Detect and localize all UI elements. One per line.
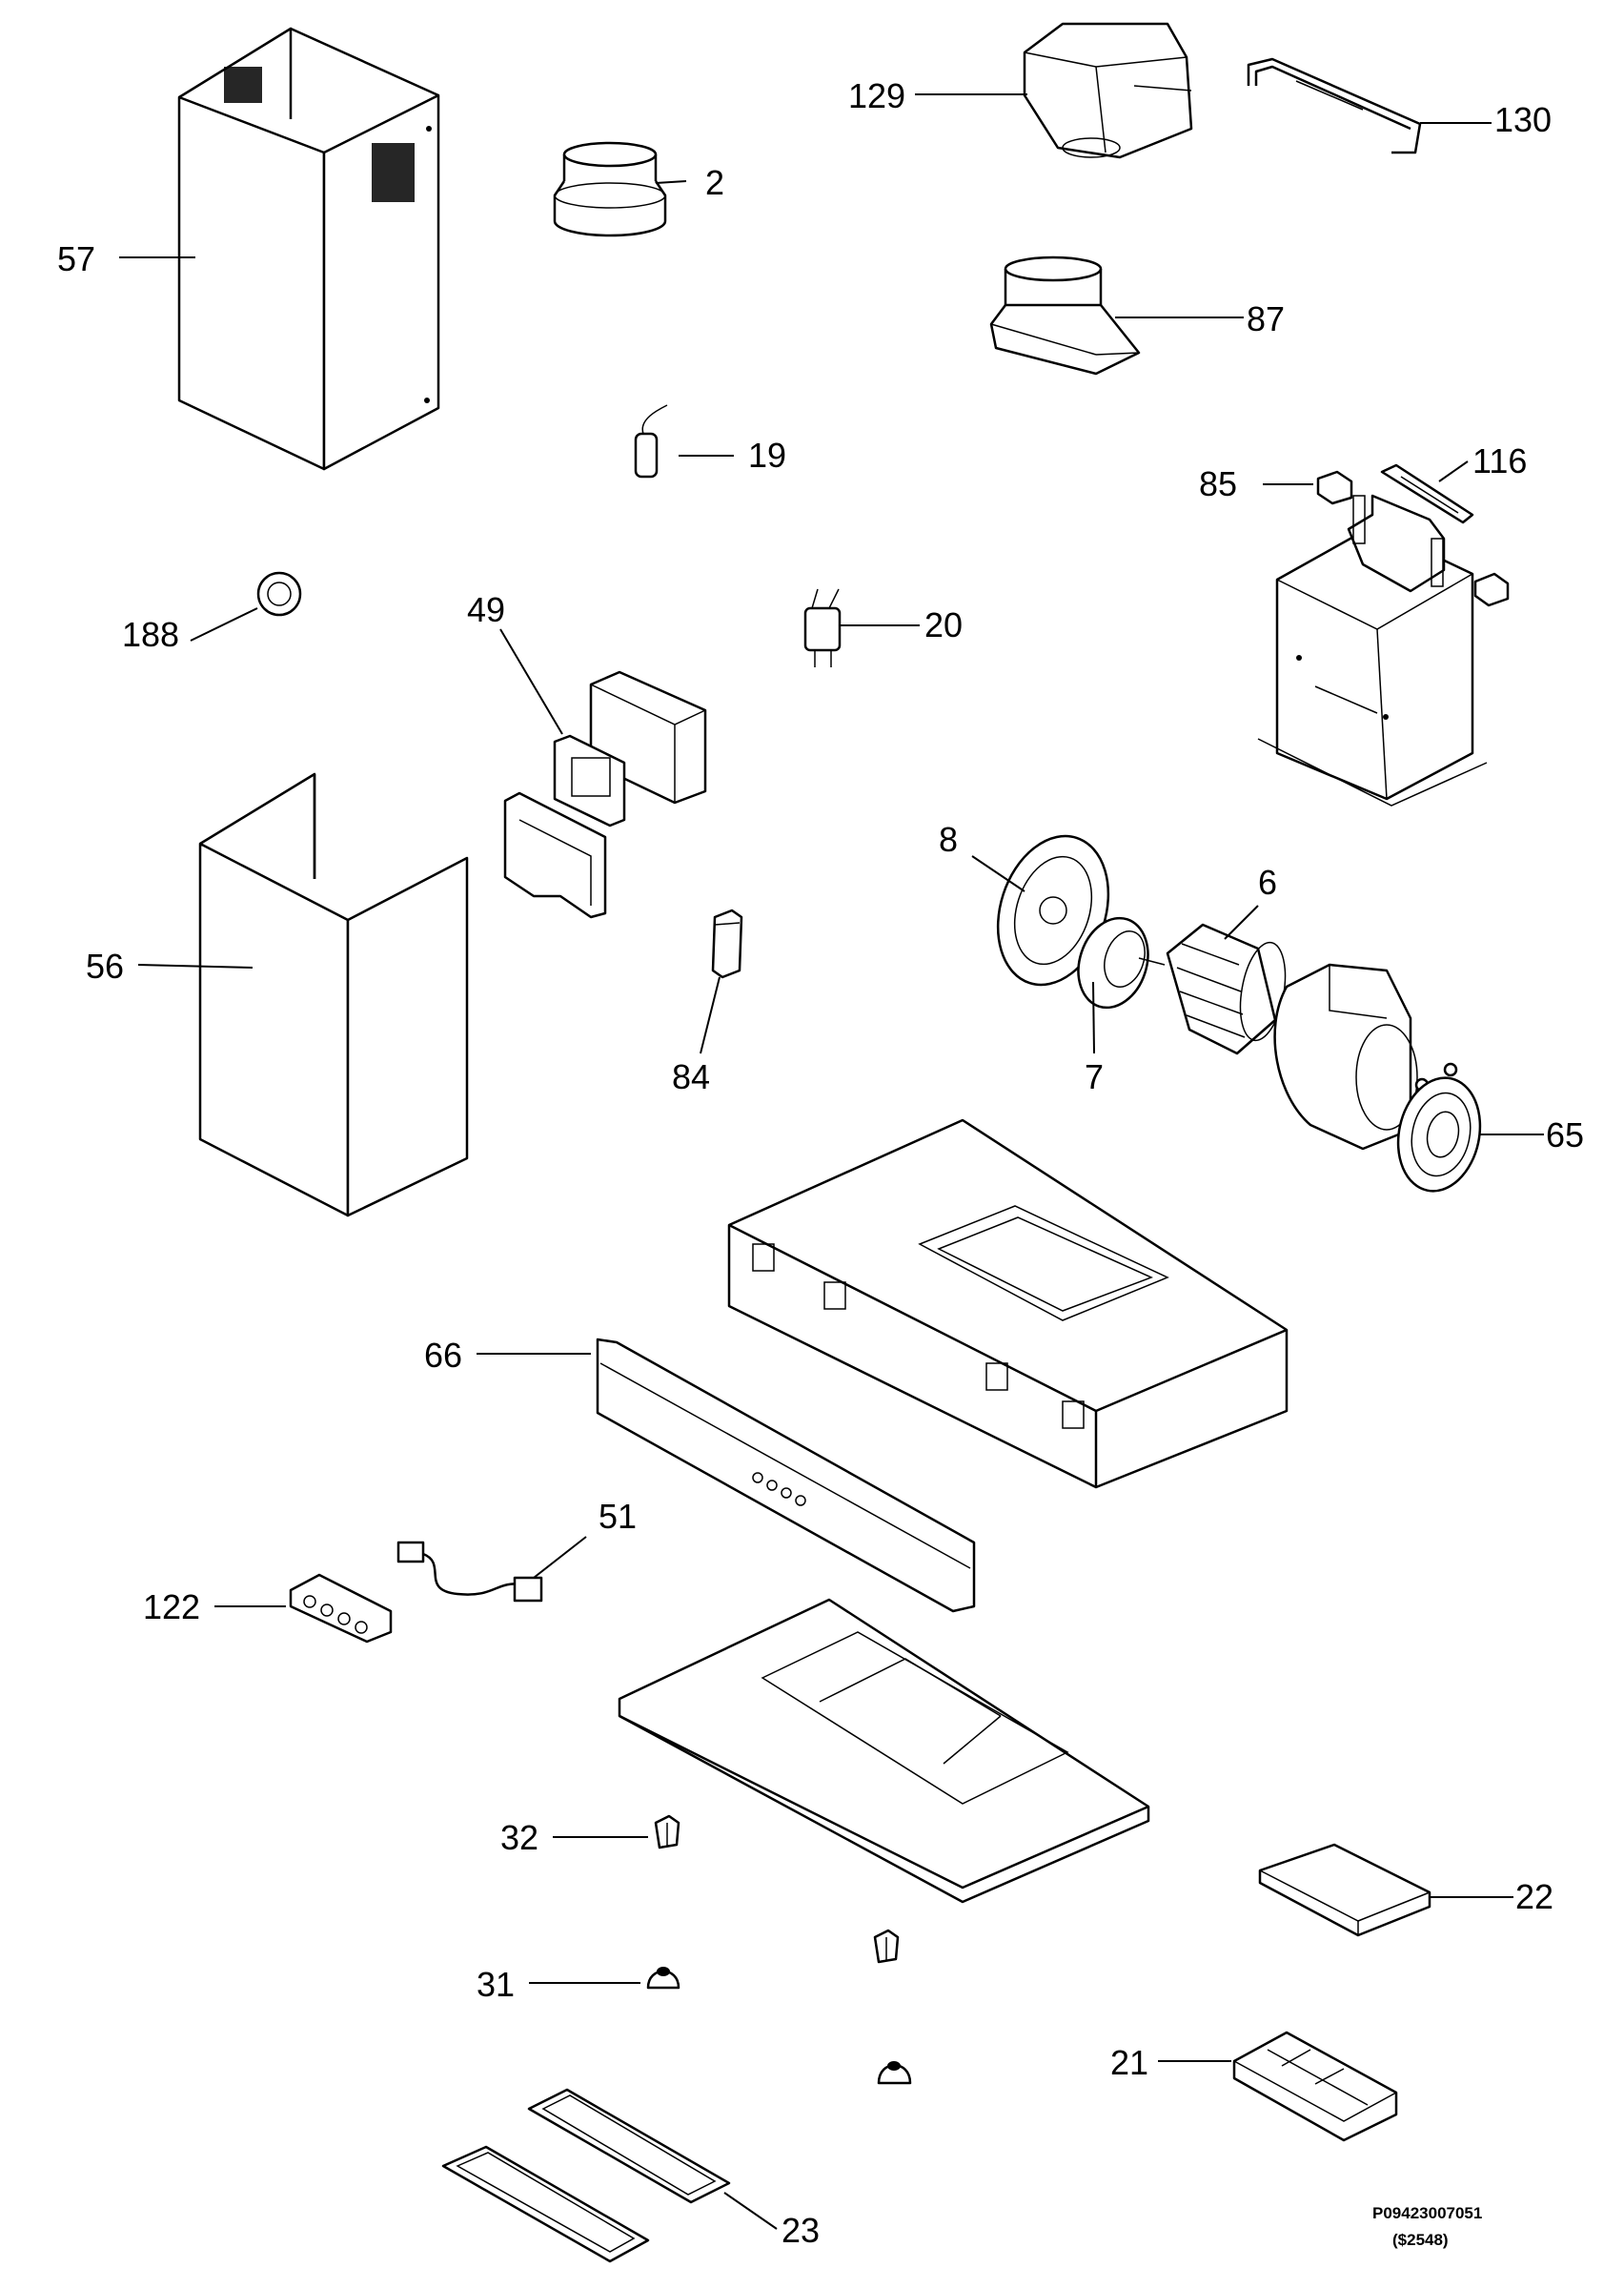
label-51: 51 (599, 1497, 637, 1536)
label-66: 66 (424, 1336, 462, 1375)
part-23-grease-filter-a (527, 2088, 731, 2204)
label-56: 56 (86, 947, 124, 986)
label-6: 6 (1258, 863, 1277, 902)
part-2-collar (553, 141, 667, 237)
label-116: 116 (1472, 441, 1527, 480)
part-22-filter-pad (1258, 1843, 1431, 1937)
part-49-circuit-board (503, 791, 607, 919)
label-8: 8 (939, 820, 958, 859)
part-129-duct-adapter (1023, 22, 1193, 159)
label-84: 84 (672, 1057, 710, 1096)
label-21: 21 (1110, 2043, 1148, 2082)
part-51-wire-harness (396, 1541, 543, 1603)
part-56-lower-chimney (198, 772, 469, 1217)
part-31b-light-cover (877, 2061, 912, 2085)
label-19: 19 (748, 436, 786, 475)
label-122: 122 (143, 1587, 200, 1626)
part-31-light-cover (646, 1967, 680, 1990)
label-65: 65 (1546, 1115, 1584, 1154)
label-57: 57 (57, 239, 95, 278)
label-49: 49 (467, 590, 505, 629)
label-23: 23 (782, 2211, 820, 2250)
label-129: 129 (848, 76, 905, 115)
label-32: 32 (500, 1818, 538, 1857)
label-130: 130 (1494, 100, 1552, 139)
part-21-filter-frame (1232, 2031, 1398, 2142)
part-87-transition (989, 255, 1141, 376)
part-19-capacitor (634, 404, 668, 479)
label-20: 20 (924, 605, 963, 644)
label-22: 22 (1515, 1877, 1553, 1916)
part-116-strip (1380, 463, 1474, 524)
part-20-capacitor (803, 588, 842, 667)
part-23-grease-filter-b (441, 2145, 650, 2263)
part-65-inlet-ring (1396, 1076, 1482, 1193)
label-2: 2 (705, 163, 724, 202)
part-84-switch (711, 909, 743, 979)
label-85: 85 (1199, 464, 1237, 503)
part-188-grommet (256, 571, 302, 617)
part-7-motor (1077, 916, 1166, 1010)
part-85-clip (1316, 470, 1510, 607)
diagram-code: P09423007051 (1372, 2204, 1482, 2222)
part-66-front-panel (596, 1338, 976, 1613)
label-31: 31 (477, 1965, 515, 2004)
label-87: 87 (1247, 299, 1285, 338)
price-code: ($2548) (1392, 2231, 1449, 2249)
part-130-bracket (1247, 57, 1422, 154)
part-49-control-box (553, 670, 707, 827)
part-hood-body (727, 1118, 1289, 1489)
part-6-blower-wheel (1166, 923, 1287, 1055)
part-57-upper-chimney (177, 27, 440, 471)
part-scroll-housing (1273, 963, 1418, 1151)
label-188: 188 (122, 615, 179, 654)
part-bottom-tray (618, 1598, 1150, 1904)
part-32-socket (654, 1814, 680, 1849)
part-box-housing (1257, 494, 1488, 807)
part-32b-socket (873, 1929, 900, 1964)
part-122-switch-block (289, 1573, 393, 1644)
label-7: 7 (1085, 1057, 1104, 1096)
